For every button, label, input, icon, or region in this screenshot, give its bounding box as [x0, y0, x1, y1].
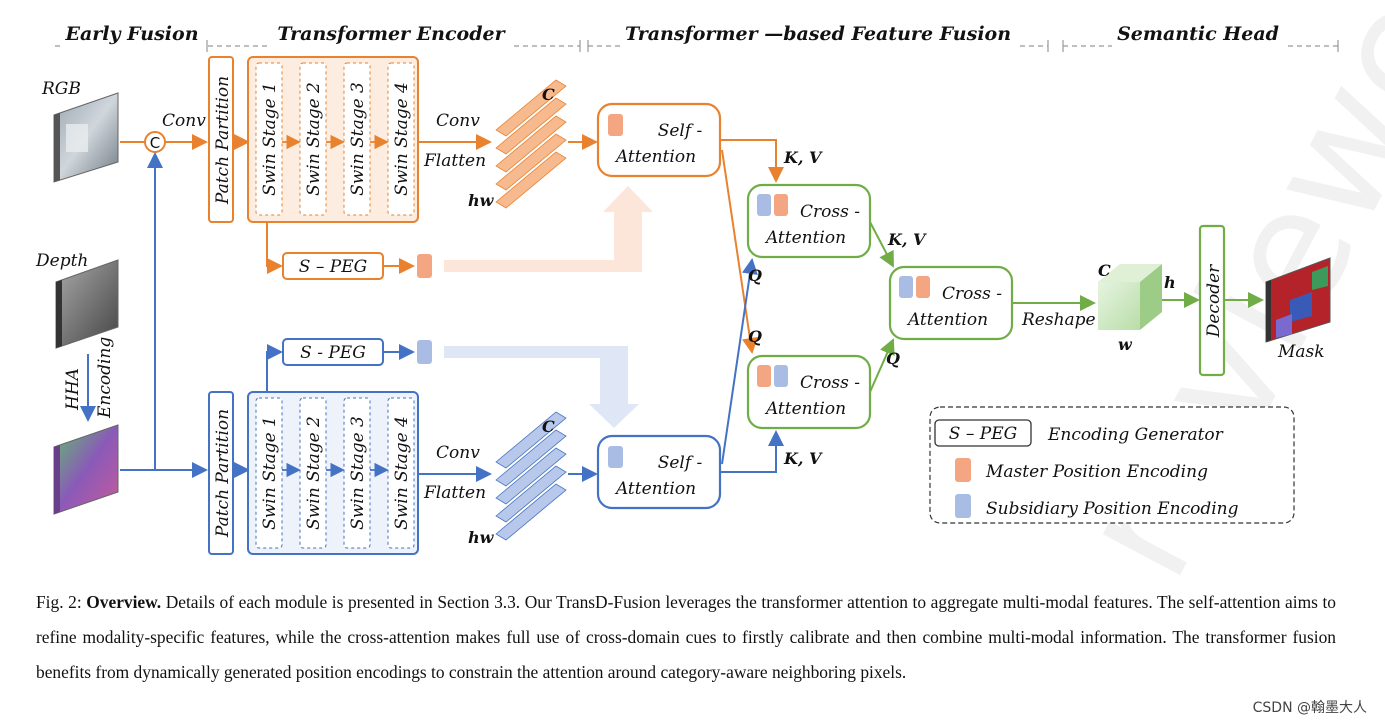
section-feature-fusion: Transformer —based Feature Fusion	[625, 23, 1011, 45]
swin-stage-3-hha: Swin Stage 3	[348, 416, 368, 530]
self-attention-rgb-line2: Attention	[614, 147, 696, 167]
q-label-top: Q	[748, 266, 762, 285]
cross-attention-final-line1: Cross -	[942, 284, 1002, 304]
legend-master: Master Position Encoding	[985, 462, 1208, 482]
patch-partition-rgb-label: Patch Partition	[213, 76, 233, 205]
swin-stage-1-rgb: Swin Stage 1	[260, 82, 280, 196]
kv-label-final: K, V	[887, 230, 927, 249]
flatten-label-rgb: Flatten	[423, 151, 486, 171]
section-transformer-encoder: Transformer Encoder	[277, 23, 506, 45]
depth-image	[55, 259, 119, 349]
subsidiary-encoding-flow	[444, 346, 639, 428]
figure-caption: Fig. 2: Overview. Details of each module…	[36, 585, 1336, 690]
c-label-rgb: C	[542, 85, 555, 104]
h-label: h	[1164, 273, 1176, 292]
swin-stage-1-hha: Swin Stage 1	[260, 416, 280, 530]
kv-label-top: K, V	[783, 148, 823, 167]
section-early-fusion: Early Fusion	[64, 23, 198, 45]
legend-master-swatch	[955, 458, 971, 482]
cross-attention-bottom-line1: Cross -	[800, 373, 860, 393]
cross-attention-top-line2: Attention	[764, 228, 846, 248]
overview-diagram: reviewed Early Fusion Transformer Encode…	[35, 0, 1385, 580]
legend-encoding-generator: Encoding Generator	[1047, 425, 1224, 445]
q-label-bottom: Q	[748, 327, 762, 346]
concat-symbol: C	[150, 134, 160, 152]
conv-label-rgb: Conv	[436, 111, 480, 131]
caption-bold: Overview.	[86, 592, 162, 612]
subsidiary-encoding-hha	[417, 340, 432, 364]
cross-attention-top-line1: Cross -	[800, 202, 860, 222]
patch-partition-rgb	[208, 56, 234, 223]
legend-speg: S – PEG	[949, 424, 1017, 444]
mask-image	[1265, 257, 1331, 343]
depth-label: Depth	[35, 251, 88, 271]
hw-label-rgb: hw	[468, 191, 495, 210]
patch-partition-hha	[208, 391, 234, 555]
master-encoding-rgb	[417, 254, 432, 278]
reshape-label: Reshape	[1021, 310, 1096, 330]
legend: S – PEG Encoding Generator Master Positi…	[929, 406, 1295, 524]
w-label: w	[1118, 335, 1133, 354]
rgb-label: RGB	[41, 79, 81, 99]
self-attention-hha-line2: Attention	[614, 479, 696, 499]
caption-text: Details of each module is presented in S…	[36, 592, 1336, 682]
flatten-label-hha: Flatten	[423, 483, 486, 503]
legend-subsidiary: Subsidiary Position Encoding	[986, 499, 1239, 519]
self-attention-rgb-line1: Self -	[658, 121, 703, 141]
swin-stage-2-hha: Swin Stage 2	[304, 416, 324, 530]
speg-rgb-label: S – PEG	[299, 257, 367, 277]
encoding-label: Encoding	[95, 337, 115, 419]
csdn-watermark: CSDN @翰墨大人	[1252, 700, 1367, 716]
conv-label-early: Conv	[162, 111, 206, 131]
swin-stages-rgb: Swin Stage 1 Swin Stage 2 Swin Stage 3 S…	[255, 62, 415, 216]
rgb-image	[53, 92, 119, 183]
cross-attention-bottom-line2: Attention	[764, 399, 846, 419]
cross-attention-final-line2: Attention	[906, 310, 988, 330]
feature-tokens-rgb	[495, 79, 567, 209]
swin-stages-hha: Swin Stage 1 Swin Stage 2 Swin Stage 3 S…	[255, 397, 415, 549]
conv-label-hha: Conv	[436, 443, 480, 463]
mask-label: Mask	[1277, 342, 1325, 362]
feature-tokens-hha	[495, 411, 567, 541]
master-encoding-flow	[444, 186, 653, 272]
caption-prefix: Fig. 2:	[36, 592, 87, 612]
decoder-label: Decoder	[1204, 264, 1224, 338]
swin-stage-4-rgb: Swin Stage 4	[392, 82, 412, 196]
section-headers: Early Fusion Transformer Encoder Transfo…	[55, 20, 1339, 52]
swin-stage-3-rgb: Swin Stage 3	[348, 82, 368, 196]
q-label-final: Q	[886, 349, 900, 368]
fusion-connections	[720, 139, 895, 473]
hha-image	[53, 424, 119, 515]
patch-partition-hha-label: Patch Partition	[213, 409, 233, 538]
self-attention-hha-line1: Self -	[658, 453, 703, 473]
speg-hha-label: S - PEG	[300, 343, 366, 363]
kv-label-bottom: K, V	[783, 449, 823, 468]
feature-cube	[1098, 264, 1162, 330]
c-label-cube: C	[1098, 261, 1111, 280]
section-semantic-head: Semantic Head	[1117, 23, 1279, 45]
hw-label-hha: hw	[468, 528, 495, 547]
legend-subsidiary-swatch	[955, 494, 971, 518]
swin-stage-4-hha: Swin Stage 4	[392, 416, 412, 530]
c-label-hha: C	[542, 417, 555, 436]
hha-label: HHA	[63, 368, 83, 411]
swin-stage-2-rgb: Swin Stage 2	[304, 82, 324, 196]
